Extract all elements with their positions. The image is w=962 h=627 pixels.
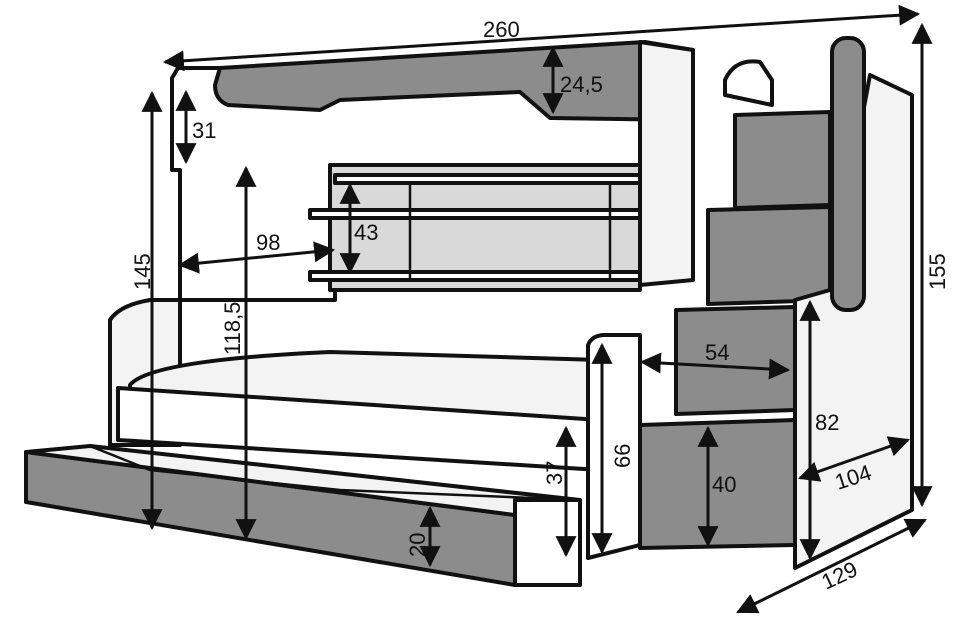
dim-43-label: 43 (354, 220, 378, 245)
dim-31-label: 31 (192, 118, 216, 143)
dim-155-label: 155 (925, 253, 950, 290)
dim-260-line (162, 4, 921, 72)
dim-20-label: 20 (405, 533, 430, 557)
dim-40-label: 40 (712, 472, 736, 497)
back-panel (328, 163, 642, 292)
dim-98-label: 98 (256, 230, 280, 255)
dim-66-label: 66 (610, 444, 635, 468)
shelf-cabinet (333, 173, 642, 185)
dim-24-5-label: 24,5 (560, 72, 603, 97)
dim-129-label: 129 (818, 556, 862, 594)
dim-37-label: 37 (542, 461, 567, 485)
shelf-bottom (308, 270, 642, 282)
stair-step-1 (733, 110, 832, 210)
top-rail-side (638, 40, 695, 287)
dim-118-5-label: 118,5 (220, 302, 245, 355)
shelf-top (308, 208, 642, 220)
dim-260-label: 260 (483, 17, 520, 42)
dim-54-label: 54 (705, 340, 729, 365)
dim-145-label: 145 (130, 253, 155, 290)
stair-step-3 (674, 305, 797, 416)
dim-82-label: 82 (815, 410, 839, 435)
trundle-side (513, 498, 582, 587)
handrail (830, 36, 866, 312)
stair-step-2 (706, 205, 832, 306)
